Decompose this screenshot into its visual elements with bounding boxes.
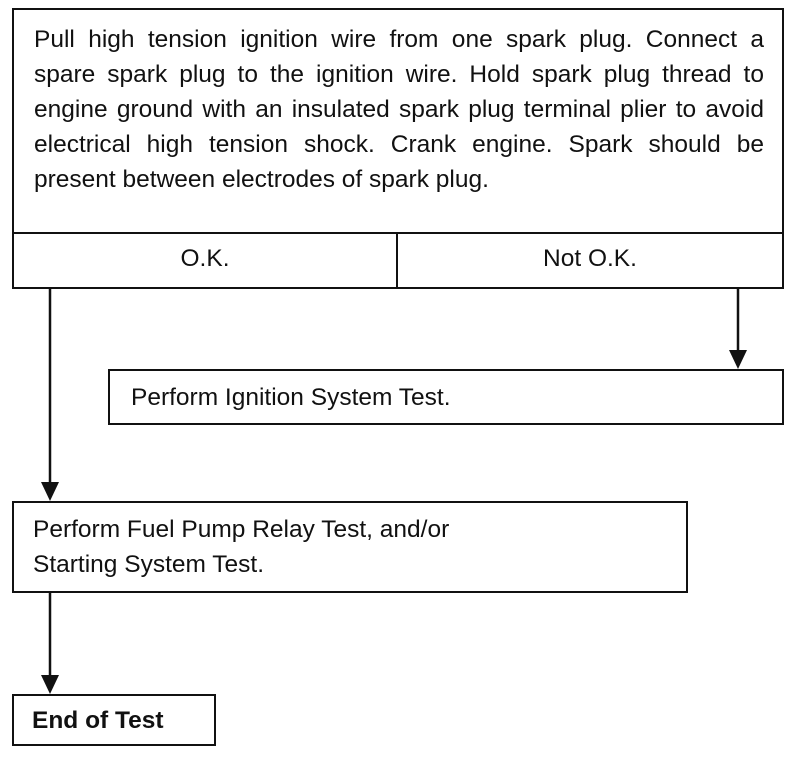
outcome-not-ok-label: Not O.K. <box>543 245 637 272</box>
ignition-test-text: Perform Ignition System Test. <box>131 384 451 411</box>
arrowhead-down-icon <box>41 675 59 694</box>
end-of-test-text: End of Test <box>32 707 164 734</box>
fuel-pump-test-line2: Starting System Test. <box>33 551 265 578</box>
fuel-pump-test-box: Perform Fuel Pump Relay Test, and/or Sta… <box>12 501 688 593</box>
ignition-test-box: Perform Ignition System Test. <box>108 369 784 425</box>
end-of-test-box: End of Test <box>12 694 216 746</box>
test-instruction-box: Pull high tension ignition wire from one… <box>12 8 784 289</box>
outcome-ok-label: O.K. <box>180 245 230 272</box>
outcome-divider <box>14 232 782 234</box>
fuel-pump-test-line1: Perform Fuel Pump Relay Test, and/or <box>33 516 450 543</box>
outcome-split-divider <box>396 232 398 287</box>
test-instruction-text: Pull high tension ignition wire from one… <box>34 26 764 193</box>
arrowhead-down-icon <box>729 350 747 369</box>
arrowhead-down-icon <box>41 482 59 501</box>
fuel-pump-test-text: Perform Fuel Pump Relay Test, and/or Sta… <box>33 512 653 582</box>
